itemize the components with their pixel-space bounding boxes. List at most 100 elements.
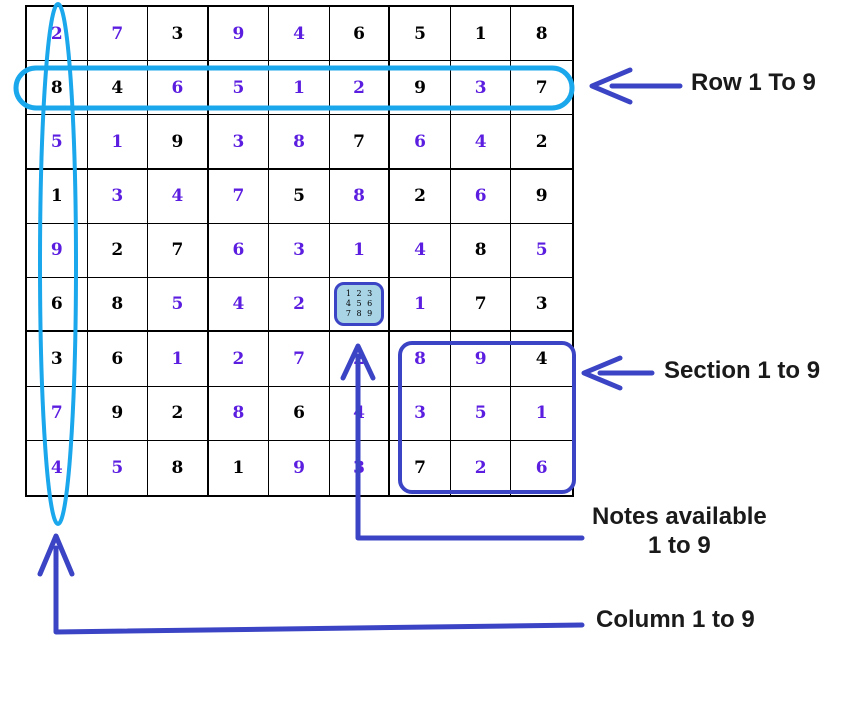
sudoku-cell[interactable]: 6 (87, 332, 149, 387)
sudoku-cell[interactable]: 7 (329, 115, 391, 170)
sudoku-cell[interactable]: 2 (390, 169, 451, 224)
sudoku-cell[interactable]: 8 (27, 61, 88, 116)
sudoku-cell[interactable]: 6 (148, 61, 209, 116)
sudoku-cell[interactable]: 7 (148, 223, 209, 279)
sudoku-cell[interactable]: 9 (390, 61, 451, 116)
note-digit: 1 (345, 289, 351, 299)
sudoku-cell[interactable]: 4 (148, 169, 209, 224)
sudoku-cell[interactable]: 6 (208, 223, 270, 279)
sudoku-cell[interactable]: 6 (329, 7, 391, 62)
sudoku-cell[interactable]: 8 (269, 115, 330, 170)
sudoku-cell[interactable]: 7 (511, 61, 572, 116)
sudoku-cell[interactable]: 3 (511, 278, 572, 333)
sudoku-cell[interactable]: 4 (511, 332, 572, 387)
sudoku-cell[interactable]: 2 (87, 223, 149, 279)
sudoku-cell[interactable]: 2 (511, 115, 572, 170)
sudoku-cell[interactable]: 1 (450, 7, 512, 62)
sudoku-cell[interactable]: 8 (87, 278, 149, 333)
sudoku-cell[interactable]: 5 (511, 223, 572, 279)
sudoku-cell[interactable]: 5 (450, 386, 512, 441)
sudoku-cell[interactable]: 2 (27, 7, 88, 62)
sudoku-cell[interactable]: 1 (27, 169, 88, 224)
sudoku-cell[interactable]: 3 (87, 169, 149, 224)
sudoku-cell[interactable]: 9 (269, 440, 330, 495)
sudoku-cell[interactable]: 7 (27, 386, 88, 441)
sudoku-cell[interactable]: 7 (269, 332, 330, 387)
sudoku-cell[interactable]: 9 (208, 7, 270, 62)
sudoku-cell[interactable]: 6 (511, 440, 572, 495)
row-arrow (589, 67, 683, 105)
sudoku-cell[interactable]: 7 (390, 440, 451, 495)
sudoku-cell[interactable]: 6 (269, 386, 330, 441)
sudoku-cell[interactable]: 3 (148, 7, 209, 62)
sudoku-cell[interactable]: 3 (450, 61, 512, 116)
sudoku-cell[interactable]: 3 (208, 115, 270, 170)
sudoku-cell[interactable]: 9 (511, 169, 572, 224)
sudoku-cell[interactable]: 5 (269, 169, 330, 224)
sudoku-cell[interactable]: 3 (269, 223, 330, 279)
sudoku-cell[interactable]: 4 (329, 386, 391, 441)
sudoku-cell[interactable]: 2 (329, 332, 391, 387)
column-arrow (37, 533, 585, 635)
column-label: Column 1 to 9 (596, 606, 755, 633)
sudoku-cell[interactable]: 5 (27, 115, 88, 170)
sudoku-cell[interactable]: 8 (208, 386, 270, 441)
note-digit: 4 (345, 299, 351, 309)
sudoku-cell[interactable]: 2 (208, 332, 270, 387)
sudoku-cell[interactable]: 8 (450, 223, 512, 279)
sudoku-cell[interactable]: 4 (450, 115, 512, 170)
sudoku-cell[interactable]: 7 (450, 278, 512, 333)
sudoku-cell[interactable]: 9 (87, 386, 149, 441)
sudoku-cell[interactable]: 2 (269, 278, 330, 333)
sudoku-cell[interactable]: 6 (450, 169, 512, 224)
sudoku-cell[interactable]: 5 (208, 61, 270, 116)
section-label: Section 1 to 9 (664, 357, 821, 384)
sudoku-cell[interactable]: 3 (27, 332, 88, 387)
sudoku-cell[interactable]: 5 (148, 278, 209, 333)
sudoku-cell[interactable]: 9 (27, 223, 88, 279)
sudoku-cell[interactable]: 6 (390, 115, 451, 170)
sudoku-cell[interactable]: 4 (208, 278, 270, 333)
sudoku-cell[interactable]: 1 (269, 61, 330, 116)
sudoku-cell[interactable]: 4 (87, 61, 149, 116)
sudoku-cell[interactable]: 4 (390, 223, 451, 279)
sudoku-cell[interactable]: 2 (329, 61, 391, 116)
note-digit: 6 (367, 299, 373, 309)
sudoku-cell[interactable]: 1 (87, 115, 149, 170)
section-arrow (581, 355, 655, 391)
sudoku-cell[interactable]: 7 (208, 169, 270, 224)
sudoku-cell[interactable]: 2 (450, 440, 512, 495)
sudoku-cell[interactable]: 8 (511, 7, 572, 62)
notes-label-line2: 1 to 9 (648, 531, 711, 559)
sudoku-cell[interactable]: 3 (390, 386, 451, 441)
notes-label-line1: Notes available (592, 503, 767, 530)
sudoku-cell[interactable]: 9 (148, 115, 209, 170)
note-digit: 3 (367, 289, 373, 299)
sudoku-cell[interactable]: 1 (329, 223, 391, 279)
note-digit: 7 (345, 309, 351, 319)
sudoku-cell[interactable]: 8 (148, 440, 209, 495)
sudoku-cell[interactable]: 1 (511, 386, 572, 441)
note-digit: 8 (356, 309, 362, 319)
sudoku-cell[interactable]: 9 (450, 332, 512, 387)
sudoku-cell[interactable]: 4 (269, 7, 330, 62)
sudoku-cell[interactable]: 5 (87, 440, 149, 495)
sudoku-cell[interactable]: 6 (27, 278, 88, 333)
sudoku-cell[interactable]: 1 (148, 332, 209, 387)
sudoku-cell[interactable]: 2 (148, 386, 209, 441)
sudoku-cell[interactable]: 4 (27, 440, 88, 495)
note-digit: 9 (367, 309, 373, 319)
note-digit: 5 (356, 299, 362, 309)
sudoku-cell[interactable]: 8 (329, 169, 391, 224)
sudoku-cell[interactable]: 8 (390, 332, 451, 387)
notes-label: Notes available 1 to 9 (592, 503, 767, 561)
sudoku-cell[interactable]: 5 (390, 7, 451, 62)
sudoku-cell[interactable]: 1 (390, 278, 451, 333)
sudoku-cell[interactable]: 1 (208, 440, 270, 495)
row-label: Row 1 To 9 (691, 69, 816, 96)
sudoku-cell[interactable]: 7 (87, 7, 149, 62)
sudoku-cell[interactable]: 3 (329, 440, 391, 495)
